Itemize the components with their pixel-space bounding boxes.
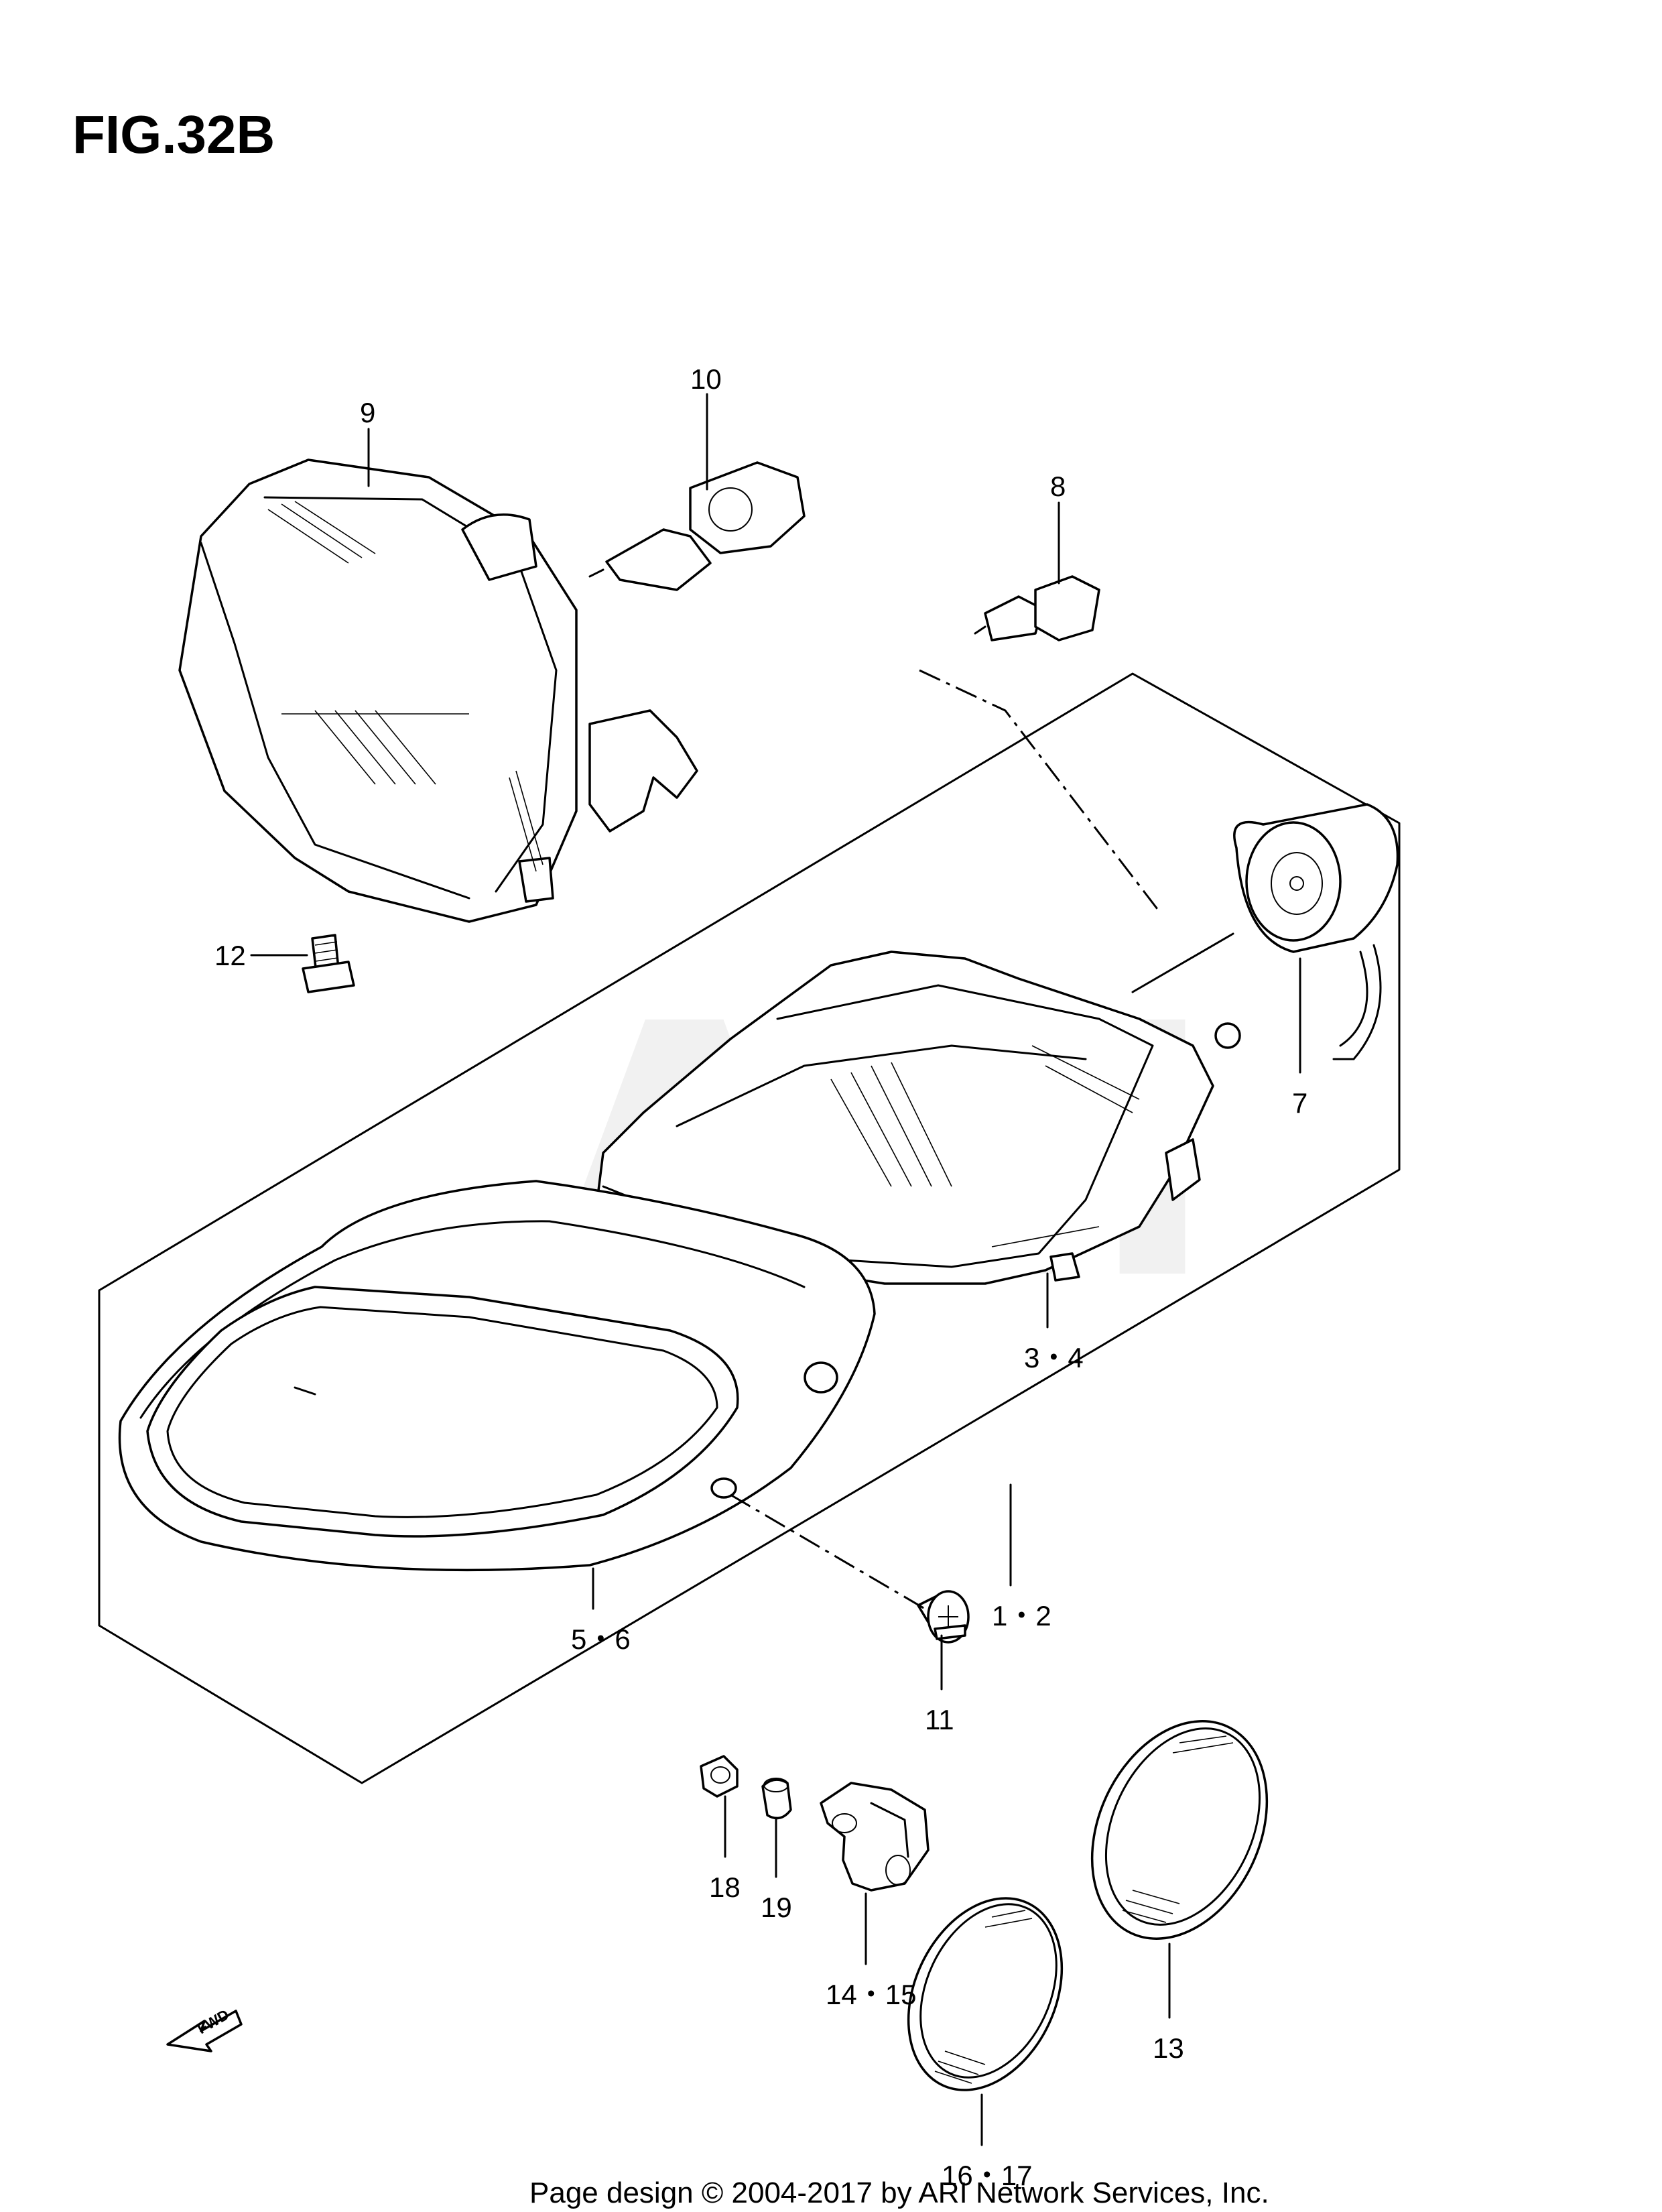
callout-11: 11 bbox=[925, 1704, 954, 1735]
callout-9: 9 bbox=[360, 397, 375, 428]
fwd-arrow: FWD bbox=[166, 2006, 243, 2052]
callout-7: 7 bbox=[1292, 1087, 1307, 1119]
callout-16-17: 16・17 bbox=[942, 2160, 1032, 2191]
callout-12: 12 bbox=[214, 940, 246, 971]
assembly-boundary bbox=[98, 672, 1401, 1784]
callout-8: 8 bbox=[1050, 471, 1066, 502]
part-10-headlight-bulb[interactable] bbox=[588, 461, 806, 591]
part-12-bolt[interactable] bbox=[302, 934, 355, 993]
part-13-reflector[interactable] bbox=[1058, 1693, 1300, 1967]
callout-18: 18 bbox=[709, 1871, 741, 1903]
callout-1-2: 1・2 bbox=[992, 1600, 1051, 1632]
callout-10: 10 bbox=[690, 363, 722, 395]
callout-5-6: 5・6 bbox=[571, 1623, 631, 1655]
part-11-screw[interactable] bbox=[917, 1590, 970, 1644]
part-14-15-reflector-bracket[interactable] bbox=[820, 1782, 930, 1892]
part-16-17-reflector[interactable] bbox=[879, 1873, 1091, 2115]
part-7-socket[interactable] bbox=[1233, 803, 1399, 1060]
part-9-headlight-assembly[interactable] bbox=[178, 458, 698, 923]
part-8-position-bulb[interactable] bbox=[974, 575, 1100, 641]
part-19-collar[interactable] bbox=[761, 1778, 792, 1820]
figure-title: FIG.32B bbox=[72, 105, 275, 164]
callout-3-4: 3・4 bbox=[1024, 1342, 1084, 1373]
callout-19: 19 bbox=[761, 1892, 792, 1923]
part-5-6-headlight-bezel[interactable] bbox=[118, 1180, 876, 1572]
assembly-lines bbox=[730, 669, 1161, 1610]
callout-14-15: 14・15 bbox=[826, 1979, 916, 2010]
leader-lines bbox=[250, 393, 1301, 2146]
footer-copyright: Page design © 2004-2017 by ARI Network S… bbox=[529, 2176, 1269, 2209]
callout-13: 13 bbox=[1153, 2032, 1184, 2064]
part-18-nut[interactable] bbox=[700, 1755, 739, 1798]
